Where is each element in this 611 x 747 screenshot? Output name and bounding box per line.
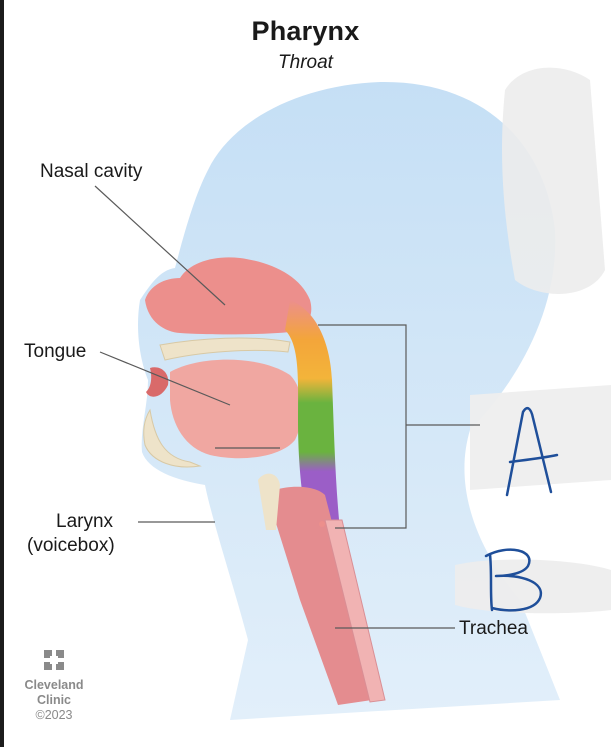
palate-bone (159, 337, 291, 361)
tongue-shape (170, 359, 302, 459)
cleveland-clinic-logo: Cleveland Clinic ©2023 (14, 650, 94, 723)
logo-line2: Clinic (36, 693, 72, 707)
voicebox-label: (voicebox) (27, 535, 115, 556)
trachea-shape (275, 486, 372, 705)
logo-line1: Cleveland (24, 678, 84, 692)
tongue-leader (99, 351, 231, 406)
smudge-middle (470, 385, 611, 490)
tongue-label: Tongue (24, 341, 87, 362)
pharynx-tube (285, 300, 340, 545)
nasal-cavity-shape (145, 257, 312, 335)
handwritten-a (505, 406, 559, 497)
lips (146, 367, 169, 397)
diagram-title: Pharynx (251, 16, 360, 46)
trachea-label: Trachea (459, 618, 528, 639)
esophagus-shape (324, 519, 386, 703)
larynx-label: Larynx (56, 511, 114, 532)
logo-copyright: ©2023 (35, 708, 73, 722)
handwritten-b (484, 548, 543, 612)
diagram-subtitle: Throat (278, 52, 333, 73)
cleveland-clinic-mark-icon (44, 650, 64, 670)
leader-lines (94, 185, 480, 629)
pharynx-bracket (318, 324, 407, 529)
smudge-top (502, 67, 605, 294)
nasal-leader (94, 185, 226, 306)
smudge-bottom (455, 559, 611, 614)
jaw-bone (143, 408, 202, 468)
larynx-dot (319, 521, 325, 527)
left-border (0, 0, 4, 747)
nasal-cavity-label: Nasal cavity (40, 161, 143, 182)
epiglottis (258, 473, 280, 530)
head-silhouette (137, 81, 560, 720)
